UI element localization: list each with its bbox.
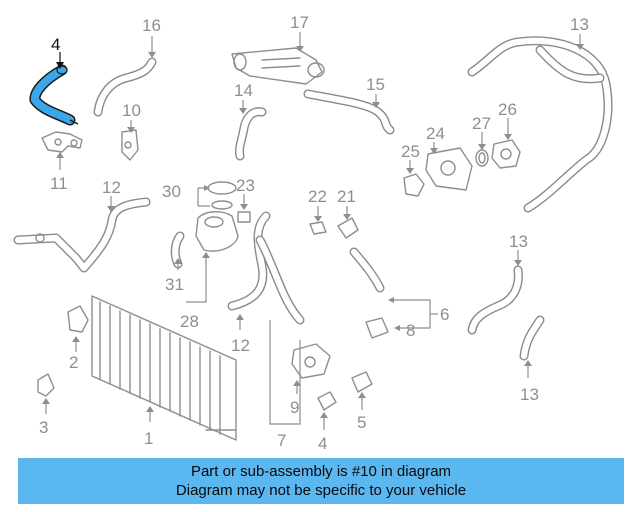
part-1-radiator xyxy=(91,295,237,441)
part-26-thermostat xyxy=(491,139,521,169)
callout-25[interactable]: 25 xyxy=(401,142,420,161)
banner-line-1: Part or sub-assembly is #10 in diagram xyxy=(190,463,452,480)
callout-16[interactable]: 13 xyxy=(509,232,528,251)
part-12-flange xyxy=(41,131,83,153)
callout-22[interactable]: 21 xyxy=(337,187,356,206)
callout-23[interactable]: 22 xyxy=(308,187,327,206)
callout-5[interactable]: 5 xyxy=(357,413,366,432)
callout-24[interactable]: 24 xyxy=(426,124,445,143)
callout-14[interactable]: 14 xyxy=(234,81,253,100)
callout-21[interactable]: 17 xyxy=(290,13,309,32)
part-10-hose-highlighted[interactable] xyxy=(29,64,79,126)
part-30-cap xyxy=(207,181,237,210)
part-15-hose xyxy=(227,211,305,325)
part-6-hose xyxy=(349,247,385,293)
callout-18[interactable]: 15 xyxy=(366,75,385,94)
callout-27[interactable]: 27 xyxy=(472,114,491,133)
callout-15[interactable]: 12 xyxy=(231,336,250,355)
info-banner: Part or sub-assembly is #10 in diagram D… xyxy=(18,458,624,504)
part-9-housing xyxy=(291,343,331,379)
banner-line-2: Diagram may not be specific to your vehi… xyxy=(175,482,467,499)
callout-6[interactable]: 6 xyxy=(440,305,449,324)
callout-17[interactable]: 13 xyxy=(520,385,539,404)
callout-19[interactable]: 13 xyxy=(570,15,589,34)
part-14-hose xyxy=(235,107,267,161)
part-21-housing xyxy=(231,47,325,85)
part-22-fitting xyxy=(337,217,359,239)
part-16-hose xyxy=(467,265,523,335)
callout-20[interactable]: 16 xyxy=(142,16,161,35)
callout-3[interactable]: 3 xyxy=(39,418,48,437)
part-8-fitting xyxy=(365,317,389,339)
callout-30[interactable]: 30 xyxy=(162,182,181,201)
part-11-sensor xyxy=(121,129,139,161)
part-2-bracket xyxy=(67,305,89,333)
part-18-hose xyxy=(303,89,395,135)
part-5-sensor xyxy=(351,371,373,393)
part-17-hose xyxy=(519,315,545,361)
part-3-bracket xyxy=(37,373,55,397)
callout-1[interactable]: 1 xyxy=(144,429,153,448)
part-24-flange xyxy=(425,147,473,191)
callout-29[interactable]: 23 xyxy=(236,176,255,195)
callout-31[interactable]: 31 xyxy=(165,275,184,294)
part-25-gasket xyxy=(403,173,425,197)
part-13-pipe xyxy=(13,197,151,273)
part-29-plug xyxy=(237,211,251,223)
part-23-fitting xyxy=(309,221,327,235)
callout-9[interactable]: 9 xyxy=(290,398,299,417)
callout-10[interactable]: 4 xyxy=(51,35,60,54)
callout-4[interactable]: 4 xyxy=(318,434,327,453)
part-27-oring xyxy=(475,149,489,167)
callout-8[interactable]: 8 xyxy=(406,321,415,340)
part-28-reservoir xyxy=(195,211,239,252)
callout-12[interactable]: 11 xyxy=(50,174,68,193)
callout-26[interactable]: 26 xyxy=(498,100,517,119)
part-4-sensor xyxy=(317,391,337,411)
leader-10 xyxy=(56,52,64,69)
part-20-hose xyxy=(93,57,157,117)
callout-13[interactable]: 12 xyxy=(102,178,121,197)
part-19-hose xyxy=(467,36,613,213)
callout-11[interactable]: 10 xyxy=(122,101,141,120)
callout-28[interactable]: 28 xyxy=(180,312,199,331)
callout-2[interactable]: 2 xyxy=(69,353,78,372)
callout-7[interactable]: 7 xyxy=(277,431,286,450)
